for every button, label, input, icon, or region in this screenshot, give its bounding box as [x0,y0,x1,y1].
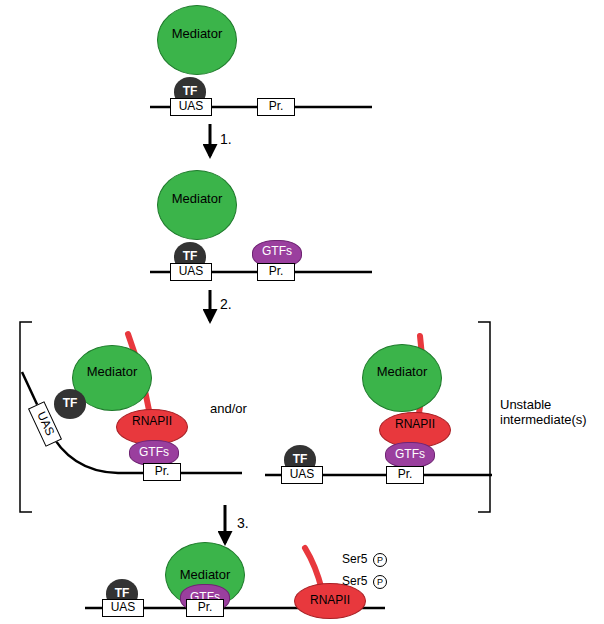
node-text: Pr. [398,468,413,481]
step-arrow [209,124,212,156]
annotation-label: Ser5 [342,575,367,589]
node-text: Mediator [377,365,428,379]
node-text: GTFs [262,245,292,258]
transcription-factor: TF [54,389,87,419]
node-text: UAS [111,601,136,614]
dna-element-box: Pr. [143,463,181,481]
dna-element-box: Pr. [186,599,224,617]
gtf-cluster: GTFs [385,442,435,468]
dna-element-box: UAS [170,98,212,116]
node-text: RNAPII [132,415,172,428]
dna-element-box: UAS [102,599,144,617]
phospho-mark: P [373,575,387,589]
dna-element-box: Pr. [386,466,424,484]
node-text: TF [293,453,308,466]
node-text: Mediator [172,27,223,41]
dna-element-box: Pr. [257,98,295,116]
node-text: GTFs [395,448,425,461]
mediator-complex: Mediator [157,5,237,75]
annotation-label: Unstable intermediate(s) [500,398,600,428]
brackets [20,322,490,512]
bracket [20,322,32,512]
node-text: UAS [179,100,204,113]
node-text: TF [63,397,78,410]
step-arrow [224,505,227,543]
node-text: Pr. [269,265,284,278]
mediator-complex: Mediator [157,170,237,240]
annotation-label: 1. [220,131,232,147]
node-text: Pr. [155,465,170,478]
dna-element-box: UAS [281,466,323,484]
node-text: Mediator [180,568,231,582]
annotation-label: 2. [220,296,232,312]
node-text: TF [183,250,198,263]
node-text: GTFs [139,446,169,459]
mediator-complex: Mediator [362,344,442,412]
node-text: Pr. [269,100,284,113]
dna-element-box: UAS [170,263,212,281]
node-text: RNAPII [395,418,435,431]
rna-polymerase: RNAPII [294,583,366,619]
node-text: UAS [179,265,204,278]
annotation-label: Ser5 [342,553,367,567]
node-text: Mediator [172,192,223,206]
node-text: Mediator [87,365,138,379]
node-text: RNAPII [310,594,350,607]
annotation-label: and/or [210,402,247,417]
annotation-label: 3. [237,515,249,531]
bracket [478,322,490,512]
node-text: UAS [290,468,315,481]
node-text: TF [183,85,198,98]
phospho-mark: P [373,553,387,567]
node-text: UAS [34,410,56,438]
dna-strands [22,107,492,608]
dna-element-box: Pr. [257,263,295,281]
node-text: Pr. [198,601,213,614]
step-arrow [209,290,212,321]
